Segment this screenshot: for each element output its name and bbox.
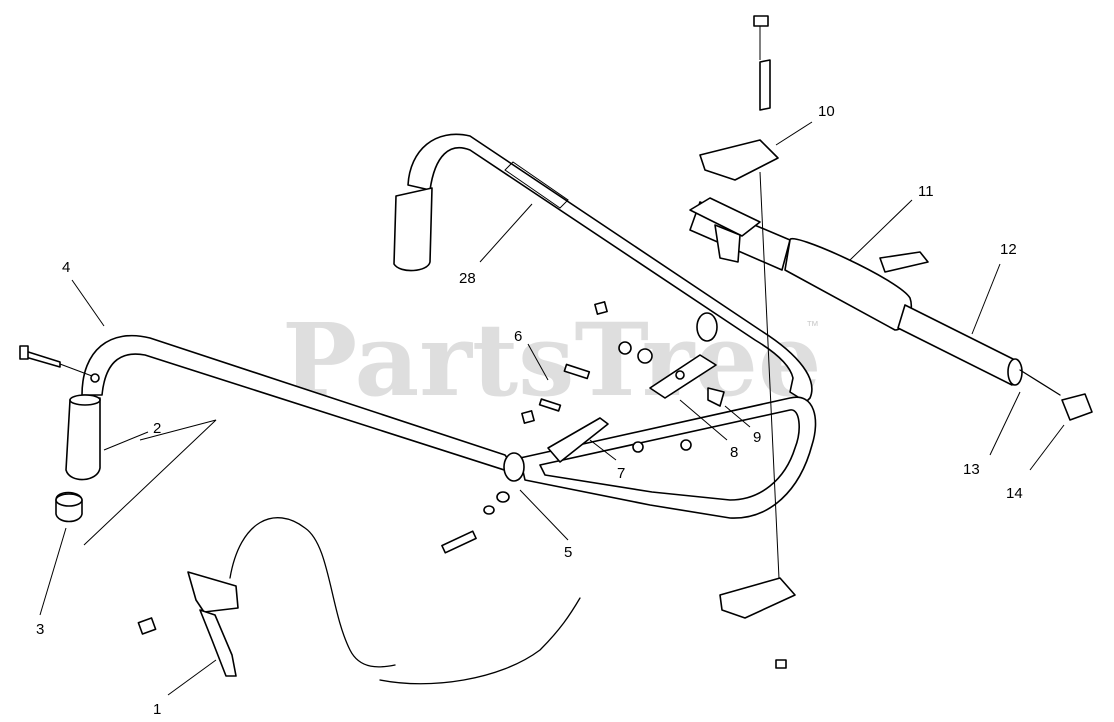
callout-3: 3 (36, 621, 44, 638)
callout-labels: 1 2 3 4 5 6 7 8 9 10 11 12 13 14 28 (36, 103, 1023, 718)
callout-6: 6 (514, 328, 522, 345)
control-tube-assembly (689, 15, 1093, 669)
callout-9: 9 (753, 429, 761, 446)
lower-grip (65, 394, 101, 481)
lower-handle-bar (81, 312, 817, 519)
upper-handle (393, 133, 813, 403)
center-hardware (441, 301, 725, 554)
callout-13: 13 (963, 461, 980, 478)
callout-5: 5 (564, 544, 572, 561)
watermark-trademark: ™ (806, 318, 819, 333)
callout-7: 7 (617, 465, 625, 482)
handle-plug (55, 491, 83, 523)
callout-28: 28 (459, 270, 476, 287)
leader-lines (39, 121, 1065, 696)
callout-8: 8 (730, 444, 738, 461)
callout-4: 4 (62, 259, 70, 276)
callout-10: 10 (818, 103, 835, 120)
throttle-control (137, 517, 581, 685)
handle-bolt (19, 345, 100, 383)
callout-11: 11 (918, 183, 934, 200)
callout-12: 12 (1000, 241, 1017, 258)
callout-14: 14 (1006, 485, 1023, 502)
callout-2: 2 (153, 420, 161, 437)
callout-1: 1 (153, 701, 161, 718)
